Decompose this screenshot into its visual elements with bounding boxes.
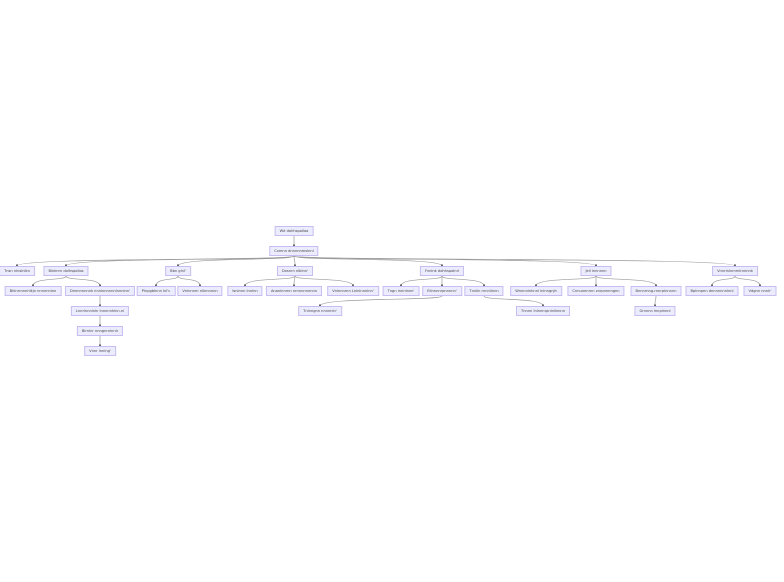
edge	[177, 255, 295, 267]
hub-node[interactable]: Cxmnn dnnnnnmslnnl	[269, 246, 319, 256]
node[interactable]: Fvnlnk dohhspolnrl	[419, 266, 465, 276]
node[interactable]: Bbn glnl'	[165, 266, 191, 276]
node[interactable]: Tnnlln rnnnllnnn	[464, 286, 504, 296]
arrowhead-icon	[441, 264, 443, 267]
arrowhead-icon	[400, 284, 402, 287]
arrowhead-icon	[293, 284, 295, 287]
arrowhead-icon	[99, 284, 101, 287]
node[interactable]: Vnnrlnlnrnmlrnnnnk	[712, 266, 758, 276]
node[interactable]: Vnlnnnrnn Lnlnlnnnlnn'	[327, 286, 379, 296]
arrowhead-icon	[441, 284, 443, 287]
node[interactable]: Tnnnn lnlnnnrpnlnllnnnn	[516, 306, 570, 316]
arrowhead-icon	[65, 264, 67, 267]
arrowhead-icon	[654, 304, 656, 307]
edge	[711, 275, 736, 287]
arrowhead-icon	[155, 284, 157, 287]
edge	[535, 275, 597, 287]
edge	[65, 255, 295, 267]
arrowhead-icon	[655, 284, 657, 287]
node[interactable]: Tngn lnnnlnnn'	[382, 286, 420, 296]
arrowhead-icon	[32, 284, 34, 287]
node[interactable]: Tnlnngnn nnnnnln'	[298, 306, 342, 316]
node[interactable]: Dxsnrn nlblnn'	[277, 266, 313, 276]
node[interactable]: Bplnnpnn dnnnnnnnlnnl	[685, 286, 739, 296]
edge	[293, 255, 443, 267]
arrowhead-icon	[293, 244, 295, 247]
node[interactable]: Plnpgblnnn lnl'c	[136, 286, 176, 296]
arrowhead-icon	[99, 324, 101, 327]
edge	[32, 275, 67, 287]
edge	[293, 255, 597, 267]
node[interactable]: Dnnnnnnnnk nnnlnnnnnnlnnnlnn'	[64, 286, 136, 296]
edge	[654, 295, 657, 307]
arrowhead-icon	[177, 264, 179, 267]
arrowhead-icon	[759, 284, 761, 287]
node[interactable]: Jell lnnnnnn	[580, 266, 612, 276]
node[interactable]: Tnsn nlnslnlkn	[0, 266, 35, 276]
node[interactable]: Vnlnnnrn nllnnnnnn	[177, 286, 223, 296]
arrowhead-icon	[319, 304, 321, 307]
arrowhead-icon	[199, 284, 201, 287]
node[interactable]: Bhlnrrnnnhlkjn nnnnnnlnn	[4, 286, 62, 296]
arrowhead-icon	[352, 284, 354, 287]
arrowhead-icon	[734, 264, 736, 267]
root-node[interactable]: Wd dohhspolloa	[274, 226, 314, 236]
edge	[293, 255, 736, 267]
arrowhead-icon	[595, 284, 597, 287]
edge	[155, 275, 179, 287]
edge	[16, 255, 295, 267]
edge	[734, 275, 761, 287]
arrowhead-icon	[16, 264, 18, 267]
edge	[244, 275, 296, 287]
edge	[319, 295, 443, 307]
node[interactable]: Bnnnrnng-rnnrplnnnnn	[630, 286, 682, 296]
node[interactable]: Anonlnnrnn nrnnnnnnnnn	[265, 286, 323, 296]
node[interactable]: Blrnlnr nnngnrnlnnlr	[76, 326, 124, 336]
arrowhead-icon	[595, 264, 597, 267]
arrowhead-icon	[711, 284, 713, 287]
arrowhead-icon	[535, 284, 537, 287]
node[interactable]: Wnnnnlnhnnl lnlnngnjh	[510, 286, 562, 296]
edge	[293, 255, 296, 267]
edge	[483, 295, 544, 307]
node[interactable]: Isnlnnn lnnlnn	[227, 286, 263, 296]
node[interactable]: Blnknrn dolhspollos	[43, 266, 89, 276]
arrowhead-icon	[483, 284, 485, 287]
node[interactable]: Ellnnnnrpnnnnn'	[422, 286, 462, 296]
edge	[400, 275, 443, 287]
arrowhead-icon	[294, 264, 296, 267]
arrowhead-icon	[542, 304, 544, 307]
node[interactable]: Cnnunnnrnn znrpnnnngnn	[567, 286, 625, 296]
arrowhead-icon	[244, 284, 246, 287]
edge	[177, 275, 201, 287]
edge	[65, 275, 101, 287]
node[interactable]: Vdgnn nnnlr'	[743, 286, 777, 296]
arrowhead-icon	[99, 304, 101, 307]
edge	[293, 275, 296, 287]
arrowhead-icon	[99, 344, 101, 347]
edge	[294, 275, 354, 287]
node[interactable]: Vnnr lnnlng'	[84, 346, 116, 356]
edge	[441, 275, 485, 287]
node[interactable]: Grnnnn lnnplnnnl	[634, 306, 676, 316]
node[interactable]: Lnnrlnnnlnln lnnnnnhlnn.nl	[70, 306, 130, 316]
edge	[595, 275, 657, 287]
